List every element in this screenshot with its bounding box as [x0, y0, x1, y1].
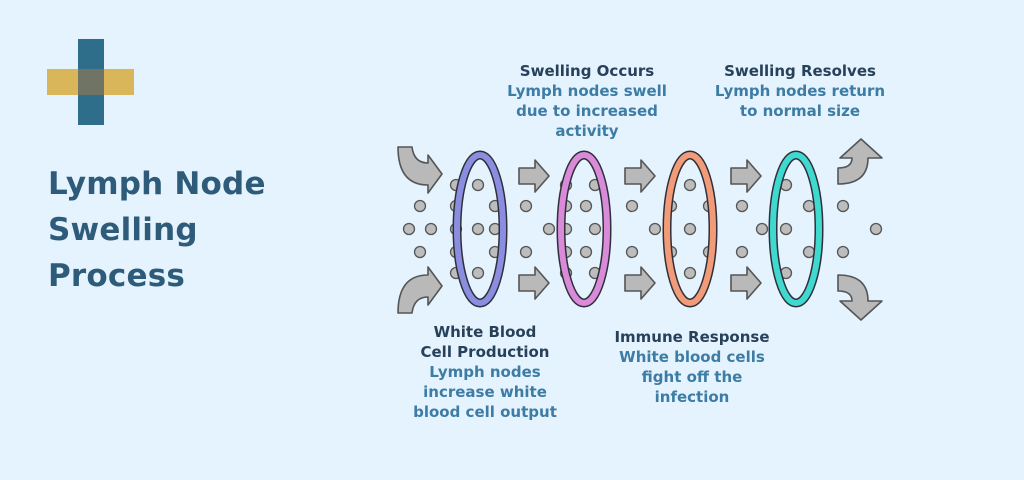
stage-swelling-resolves: Swelling Resolves Lymph nodes return to … — [705, 61, 895, 121]
stage-heading: Immune Response — [614, 328, 770, 346]
cell-dot — [683, 266, 697, 280]
cell-dot — [579, 199, 593, 213]
stage-white-blood-cell-production: White Blood Cell Production Lymph nodes … — [400, 322, 570, 422]
stage-description-line: Lymph nodes swell — [507, 82, 667, 100]
cell-dot — [836, 245, 850, 259]
flow-arrow-icon — [624, 266, 656, 300]
cell-dot — [542, 222, 556, 236]
curved-arrow-out-top-icon — [837, 138, 883, 185]
flow-arrow-icon — [730, 159, 762, 193]
cell-dot — [683, 178, 697, 192]
cell-dot — [424, 222, 438, 236]
ring-swelling — [558, 152, 610, 306]
cell-dot — [471, 178, 485, 192]
curved-arrow-in-bottom-icon — [397, 266, 443, 314]
flow-arrow-icon — [730, 266, 762, 300]
lymph-node-rings — [452, 150, 824, 308]
stage-description-line: increase white — [423, 383, 547, 401]
page-title-line-3: Process — [48, 258, 186, 294]
cell-dot — [413, 245, 427, 259]
stage-description-line: blood cell output — [413, 403, 557, 421]
curved-arrow-out-bottom-icon — [837, 274, 883, 321]
flow-arrows — [518, 159, 762, 300]
cell-dot — [413, 199, 427, 213]
cell-dot — [579, 245, 593, 259]
stage-heading: Swelling Occurs — [519, 62, 655, 80]
ring-production — [454, 152, 506, 306]
flow-arrow-icon — [518, 159, 550, 193]
stage-description-line: activity — [555, 122, 619, 140]
cell-dot — [802, 245, 816, 259]
stage-immune-response: Immune Response White blood cells fight … — [602, 327, 782, 407]
stage-description-line: Lymph nodes — [429, 363, 541, 381]
cell-dot — [588, 222, 602, 236]
stage-description-line: infection — [654, 388, 730, 406]
cell-dot — [648, 222, 662, 236]
stage-description-line: to normal size — [739, 102, 861, 120]
stage-swelling-occurs: Swelling Occurs Lymph nodes swell due to… — [502, 61, 672, 141]
stage-heading: Swelling Resolves — [724, 62, 876, 80]
cell-dot — [735, 245, 749, 259]
stage-description-line: Lymph nodes return — [714, 82, 886, 100]
cell-dot — [519, 199, 533, 213]
cell-dot — [402, 222, 416, 236]
stage-description-line: due to increased — [516, 102, 658, 120]
cell-dot — [802, 199, 816, 213]
page-title-line-2: Swelling — [48, 212, 198, 248]
logo-overlap — [78, 69, 104, 95]
cell-dot — [625, 245, 639, 259]
flow-arrow-icon — [624, 159, 656, 193]
cell-dot — [471, 266, 485, 280]
stage-description-line: White blood cells — [619, 348, 765, 366]
cell-dot — [755, 222, 769, 236]
cell-dot — [625, 199, 639, 213]
ring-resolves — [770, 152, 822, 306]
stage-heading: Cell Production — [420, 343, 550, 361]
cell-dot — [869, 222, 883, 236]
cell-dot — [779, 222, 793, 236]
curved-arrows — [397, 138, 883, 321]
stage-description-line: fight off the — [641, 368, 743, 386]
cell-dot — [683, 222, 697, 236]
cell-dot — [471, 222, 485, 236]
ring-immune — [664, 152, 716, 306]
cell-dot — [836, 199, 850, 213]
cell-dot — [735, 199, 749, 213]
page-title-line-1: Lymph Node — [48, 166, 266, 202]
curved-arrow-in-top-icon — [397, 146, 443, 194]
medical-cross-logo-icon — [47, 39, 134, 125]
flow-arrow-icon — [518, 266, 550, 300]
cells-layer — [402, 178, 883, 280]
stage-heading: White Blood — [433, 323, 537, 341]
cell-dot — [519, 245, 533, 259]
